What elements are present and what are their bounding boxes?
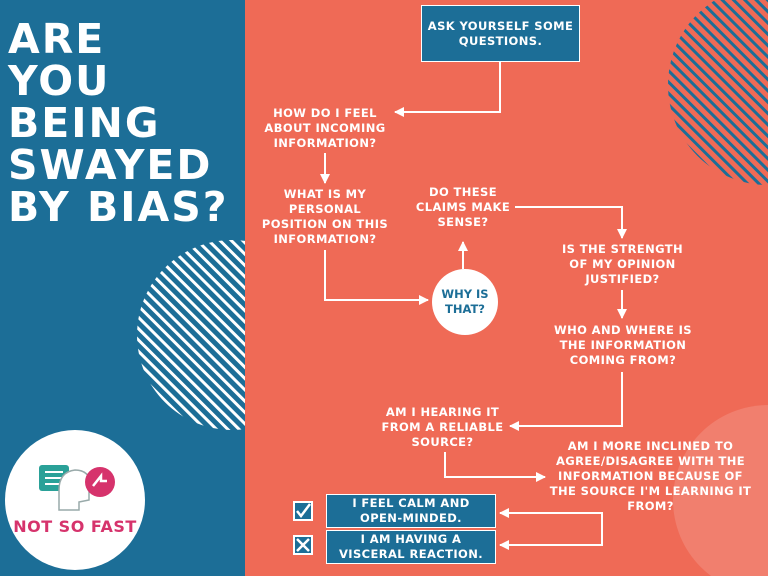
question-inclined: AM I MORE INCLINED TO AGREE/DISAGREE WIT… xyxy=(549,439,752,513)
question-feel: HOW DO I FEEL ABOUT INCOMING INFORMATION… xyxy=(264,106,386,150)
question-claims: DO THESE CLAIMS MAKE SENSE? xyxy=(415,185,511,229)
dot-circle-decoration xyxy=(673,405,768,576)
checkbox-check-icon xyxy=(293,501,313,521)
stripe-circle-top-decoration xyxy=(668,0,768,576)
question-strength: IS THE STRENGTH OF MY OPINION JUSTIFIED? xyxy=(561,242,684,286)
question-source: WHO AND WHERE IS THE INFORMATION COMING … xyxy=(553,323,692,367)
checkbox-x-icon xyxy=(293,535,313,555)
start-box: ASK YOURSELF SOME QUESTIONS. xyxy=(421,5,580,62)
logo-heads-icon xyxy=(39,465,115,511)
stripe-circle-left-decoration xyxy=(137,240,245,430)
calm-box: I FEEL CALM AND OPEN-MINDED. xyxy=(326,494,496,528)
logo-text: NOT SO FAST xyxy=(13,517,137,536)
not-so-fast-logo: NOT SO FAST xyxy=(5,430,145,570)
visceral-box: I AM HAVING A VISCERAL REACTION. xyxy=(326,530,496,564)
page-title: ARE YOU BEING SWAYED BY BIAS? xyxy=(8,15,229,231)
question-reliable: AM I HEARING IT FROM A RELIABLE SOURCE? xyxy=(381,405,504,449)
why-circle: WHY IS THAT? xyxy=(432,269,498,335)
question-position: WHAT IS MY PERSONAL POSITION ON THIS INF… xyxy=(261,187,389,246)
